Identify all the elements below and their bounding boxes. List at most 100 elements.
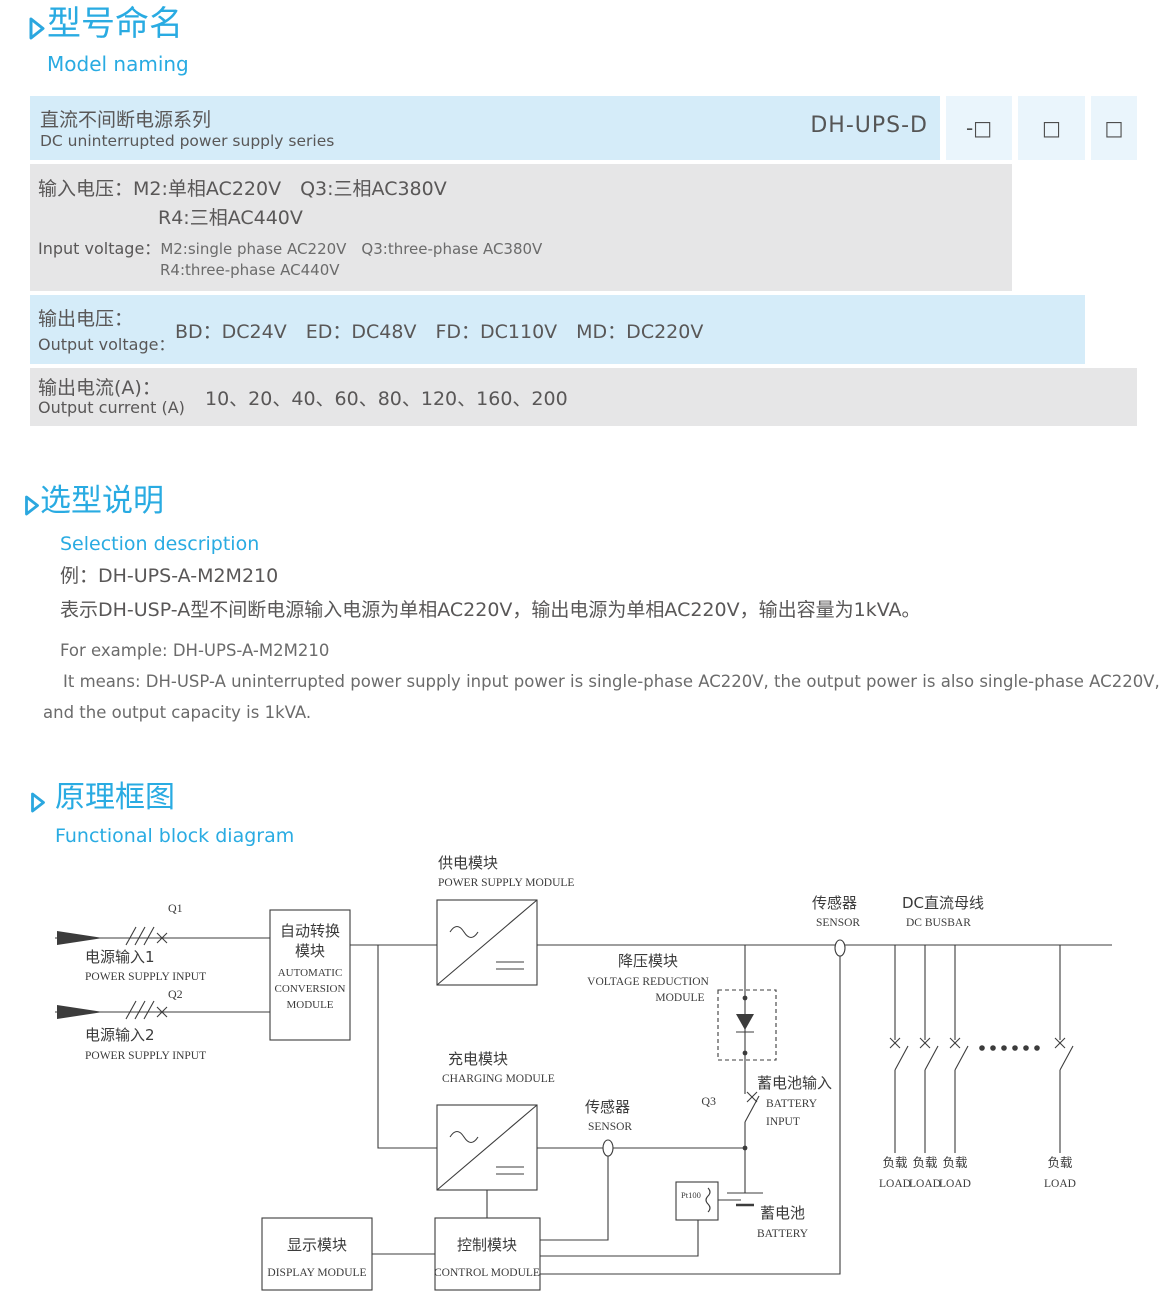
q2-label: Q2 <box>168 987 183 1001</box>
ellipsis-dots-icon <box>979 1045 1040 1051</box>
model-code-box-3-label: □ <box>1104 116 1124 140</box>
input1-label-zh: 电源输入1 <box>85 948 155 966</box>
model-code: DH-UPS-D <box>810 113 928 138</box>
voltage-reduction-module-box <box>717 989 777 1061</box>
output-voltage-value: BD：DC24V ED：DC48V FD：DC110V MD：DC220V <box>175 321 704 343</box>
breaker-q2-icon <box>125 1000 168 1020</box>
charging-module-label-zh: 充电模块 <box>448 1050 508 1068</box>
battery-label-zh: 蓄电池 <box>760 1204 805 1222</box>
input-arrow-icon <box>57 1005 103 1019</box>
input-voltage-value-en-2: R4:three-phase AC440V <box>160 261 340 279</box>
input-voltage-value-zh-2: R4:三相AC440V <box>158 207 303 229</box>
input-voltage-label-en: Input voltage： <box>38 239 161 258</box>
selection-example-zh: 例：DH-UPS-A-M2M210 <box>60 565 279 587</box>
auto-module-label-zh-2: 模块 <box>295 942 325 960</box>
breaker-q3-icon <box>744 1091 760 1123</box>
battery-input-label-en-1: BATTERY <box>766 1098 818 1110</box>
output-current-label-zh: 输出电流(A)： <box>38 377 161 399</box>
pt100-sensor-box <box>675 1181 719 1221</box>
automatic-conversion-module-box <box>269 909 351 1041</box>
battery-input-label-zh: 蓄电池输入 <box>757 1074 832 1092</box>
input-voltage-row: 输入电压：M2:单相AC220V Q3:三相AC380V R4:三相AC440V… <box>30 164 1012 291</box>
model-code-box-2-label: □ <box>1042 116 1061 140</box>
series-name-en: DC uninterrupted power supply series <box>40 132 335 150</box>
load-branch-4 <box>1054 945 1074 1153</box>
input-arrow-icon <box>57 931 103 945</box>
power-supply-module-box <box>436 899 538 986</box>
diagram-marks <box>57 931 1040 1151</box>
input-voltage-value-en-1: M2:single phase AC220V Q3:three-phase AC… <box>160 240 543 258</box>
input-voltage-value-zh-1: M2:单相AC220V Q3:三相AC380V <box>133 178 447 200</box>
sensor-icon <box>834 939 846 957</box>
series-name-zh: 直流不间断电源系列 <box>40 109 212 131</box>
selection-desc-en-line1: It means: DH-USP-A uninterrupted power s… <box>63 672 1160 691</box>
sensor1-label-en: SENSOR <box>816 917 860 929</box>
pt100-label: Pt100 <box>681 1190 701 1200</box>
load3-label-en: LOAD <box>939 1178 971 1190</box>
busbar-label-zh: DC直流母线 <box>902 894 984 912</box>
ac-wave-icon <box>449 1130 479 1144</box>
battery-label-en: BATTERY <box>757 1228 809 1240</box>
model-naming-title-en: Model naming <box>47 52 189 76</box>
q3-label: Q3 <box>701 1094 716 1108</box>
output-current-value: 10、20、40、60、80、120、160、200 <box>205 388 568 410</box>
control-module-label-en: CONTROL MODULE <box>434 1267 540 1279</box>
diode-icon <box>736 1014 754 1030</box>
control-module-box <box>434 1217 541 1291</box>
load-branch-2 <box>919 945 939 1153</box>
output-current-label-en: Output current (A) <box>38 398 185 417</box>
power-module-label-en: POWER SUPPLY MODULE <box>438 877 574 889</box>
functional-block-diagram: 供电模块 POWER SUPPLY MODULE 传感器 SENSOR DC直流… <box>55 854 1112 1291</box>
auto-module-label-en-1: AUTOMATIC <box>278 967 343 979</box>
voltage-reduction-label-en-1: VOLTAGE REDUCTION <box>587 976 709 988</box>
battery-input-label-en-2: INPUT <box>766 1116 800 1128</box>
battery-icon <box>727 1192 763 1207</box>
sensor2-label-en: SENSOR <box>588 1121 632 1133</box>
output-current-row: 输出电流(A)： Output current (A) 10、20、40、60、… <box>30 368 1137 426</box>
model-code-box-1: -□ <box>946 96 1012 160</box>
selection-title-zh: 选型说明 <box>40 483 164 519</box>
auto-module-label-zh-1: 自动转换 <box>280 922 340 940</box>
ac-wave-icon <box>449 925 479 939</box>
diagram-title-en: Functional block diagram <box>55 825 295 847</box>
load4-label-en: LOAD <box>1044 1178 1076 1190</box>
auto-module-label-en-2: CONVERSION <box>275 983 346 995</box>
busbar-label-en: DC BUSBAR <box>906 917 971 929</box>
model-code-box-1-label: -□ <box>965 116 993 140</box>
section-marker-icon <box>31 792 45 813</box>
section-marker-icon <box>29 17 45 40</box>
control-module-label-zh: 控制模块 <box>457 1236 517 1254</box>
q1-label: Q1 <box>168 901 183 915</box>
selection-example-en: For example: DH-UPS-A-M2M210 <box>60 641 330 660</box>
series-row: 直流不间断电源系列 DC uninterrupted power supply … <box>30 96 940 160</box>
input2-label-en: POWER SUPPLY INPUT <box>85 1050 206 1062</box>
sensor1-label-zh: 传感器 <box>812 894 857 912</box>
load3-label-zh: 负载 <box>942 1155 968 1170</box>
model-naming-title-zh: 型号命名 <box>47 4 183 44</box>
selection-title-en: Selection description <box>60 533 260 555</box>
power-module-label-zh: 供电模块 <box>438 854 498 872</box>
sensor2-label-zh: 传感器 <box>585 1098 630 1116</box>
sensor-icon <box>602 1139 614 1157</box>
display-module-label-zh: 显示模块 <box>287 1236 347 1254</box>
voltage-reduction-label-en-2: MODULE <box>655 992 704 1004</box>
load1-label-zh: 负载 <box>882 1155 908 1170</box>
load-branch-1 <box>889 945 909 1153</box>
output-voltage-label-en: Output voltage： <box>38 335 175 354</box>
selection-desc-zh: 表示DH-USP-A型不间断电源输入电源为单相AC220V，输出电源为单相AC2… <box>60 599 921 621</box>
input-voltage-label-zh: 输入电压： <box>38 178 134 200</box>
charging-module-label-en: CHARGING MODULE <box>442 1073 555 1085</box>
voltage-reduction-label-zh: 降压模块 <box>618 952 678 970</box>
section-marker-icon <box>25 495 39 516</box>
load1-label-en: LOAD <box>879 1178 911 1190</box>
selection-desc-en-line2: and the output capacity is 1kVA. <box>43 703 312 722</box>
pt100-probe-icon <box>705 1187 711 1213</box>
input-voltage-en-line1: Input voltage：M2:single phase AC220V Q3:… <box>38 235 542 259</box>
load4-label-zh: 负载 <box>1047 1155 1073 1170</box>
load-branch-3 <box>949 945 969 1153</box>
model-code-box-2: □ <box>1018 96 1085 160</box>
input2-label-zh: 电源输入2 <box>85 1026 155 1044</box>
output-voltage-label-zh: 输出电压： <box>38 308 134 330</box>
load2-label-zh: 负载 <box>912 1155 938 1170</box>
